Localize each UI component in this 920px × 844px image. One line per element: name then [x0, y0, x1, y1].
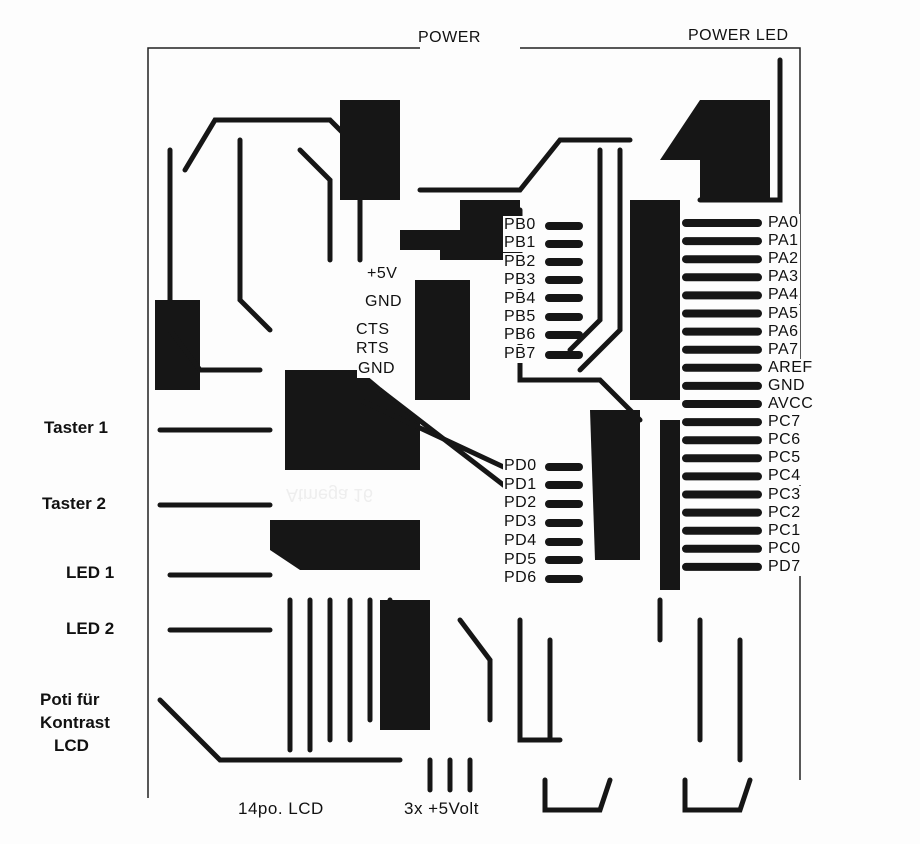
- taster-1-label: Taster 1: [44, 418, 108, 437]
- pin-pad: [682, 544, 762, 553]
- right-pin-pads: [682, 219, 762, 571]
- pin-pad: [682, 508, 762, 517]
- pin-pad: [682, 363, 762, 372]
- pin-pad: [682, 255, 762, 264]
- pin-pad: [682, 273, 762, 282]
- copper-pours: [155, 100, 770, 730]
- port-b-pin-label: PB4: [503, 289, 537, 308]
- port-b-pin-label: PB5: [503, 308, 537, 326]
- right-pin-label: PA7: [767, 340, 800, 359]
- port-b-pin-label: PB6: [503, 326, 537, 345]
- port-d-pin-label: PD3: [503, 513, 538, 532]
- port-b-pin-label: PB7: [503, 344, 537, 363]
- pin-pad: [682, 309, 762, 318]
- right-pin-label: PA0: [767, 214, 800, 232]
- power-led-label: POWER LED: [688, 27, 789, 44]
- pin-pads: [545, 222, 583, 583]
- poti-label-line: LCD: [54, 736, 89, 755]
- led-1-label: LED 1: [66, 563, 115, 582]
- chip-label: Atmega 16: [286, 485, 374, 505]
- serial-label: CTS: [355, 321, 391, 339]
- serial-label: RTS: [355, 340, 391, 358]
- pin-pad: [682, 381, 762, 390]
- right-pin-label: PC6: [767, 431, 802, 450]
- pin-pad: [682, 490, 762, 499]
- pin-pad: [682, 327, 762, 336]
- port-d-pin-label: PD1: [503, 475, 538, 494]
- right-pin-label: PA1: [767, 232, 800, 251]
- port-d-pin-label: PD4: [503, 531, 538, 550]
- right-pin-label: PC2: [767, 503, 802, 522]
- pin-pad: [682, 526, 762, 535]
- pin-pad: [682, 472, 762, 481]
- port-b-pin-label: PB2: [503, 252, 537, 271]
- serial-label: GND: [357, 360, 397, 378]
- led-2-label: LED 2: [66, 619, 115, 638]
- right-pin-label: PC5: [767, 449, 802, 468]
- port-b-pin-label: PB3: [503, 271, 537, 290]
- traces: [157, 57, 783, 813]
- right-pin-label: AREF: [767, 358, 814, 377]
- right-pin-label: PC0: [767, 539, 802, 558]
- pin-pad: [682, 400, 762, 408]
- right-pin-label: PA2: [767, 250, 800, 269]
- port-d-pin-label: PD5: [503, 550, 538, 569]
- port-d-pin-label: PD6: [503, 569, 538, 588]
- lcd-connector-label: 14po. LCD: [238, 799, 324, 818]
- serial-label: +5V: [366, 265, 399, 283]
- pin-pad: [682, 237, 762, 246]
- port-d-pin-label: PD0: [503, 457, 538, 475]
- port-b-pin-label: PB0: [503, 216, 537, 234]
- port-b-pin-label: PB1: [503, 234, 537, 253]
- pin-pad: [682, 562, 762, 571]
- power-label: POWER: [418, 29, 481, 46]
- right-pin-label: PC7: [767, 413, 802, 432]
- right-pin-label: PA3: [767, 268, 800, 287]
- right-pin-label: PA6: [767, 322, 800, 341]
- port-d-pin-label: PD2: [503, 494, 538, 513]
- serial-label: GND: [364, 293, 404, 311]
- pin-pad: [682, 219, 762, 227]
- taster-2-label: Taster 2: [42, 494, 106, 513]
- supply-label: 3x +5Volt: [404, 799, 479, 818]
- right-pin-label: PA4: [767, 286, 800, 305]
- right-pin-label: PA5: [767, 304, 800, 323]
- pin-pad: [682, 291, 762, 300]
- right-pin-label: GND: [767, 376, 807, 395]
- poti-label-line: Poti für: [40, 690, 100, 709]
- pin-pad: [682, 418, 762, 427]
- poti-label-line: Kontrast: [40, 713, 110, 732]
- pin-pad: [682, 436, 762, 445]
- right-pin-label: PC3: [767, 485, 802, 504]
- right-pin-label: PC1: [767, 521, 802, 540]
- pin-pad: [682, 345, 762, 354]
- right-pin-label: AVCC: [767, 395, 815, 413]
- right-pin-label: PC4: [767, 467, 802, 486]
- right-pin-label: PD7: [767, 557, 802, 576]
- pin-pad: [682, 454, 762, 463]
